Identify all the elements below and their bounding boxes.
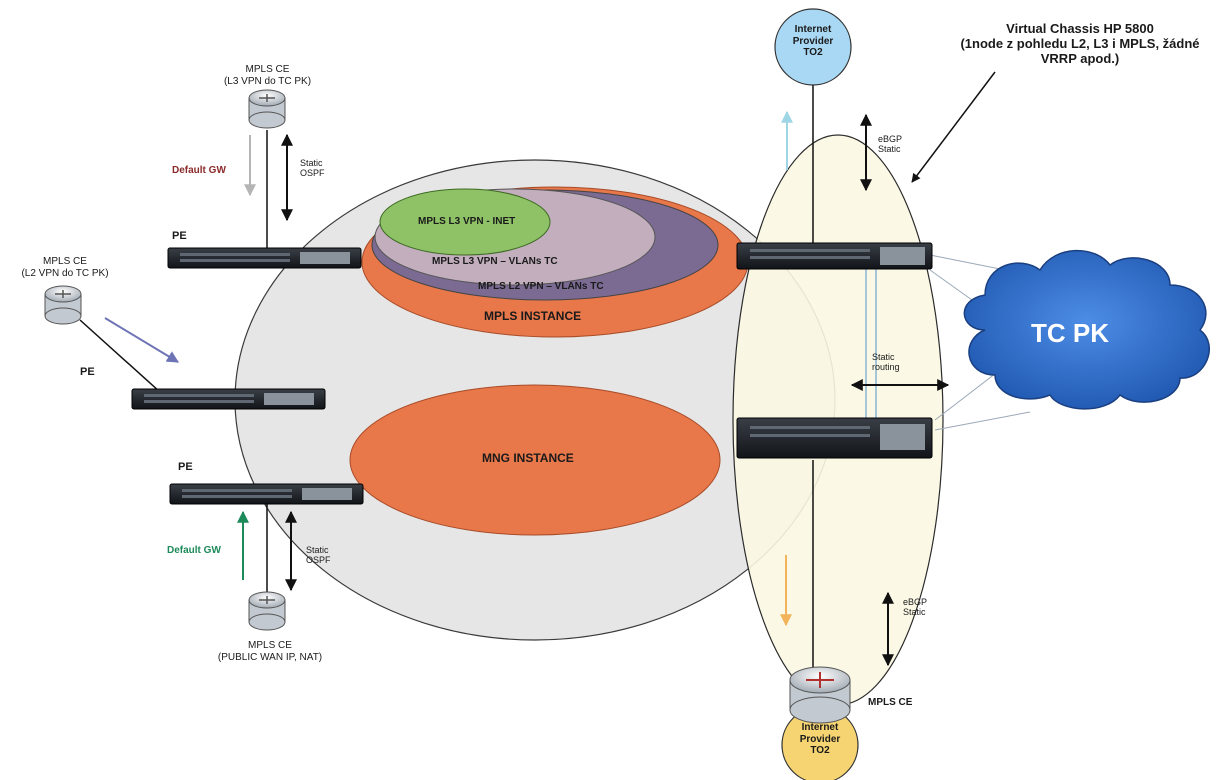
ce-l2-name: MPLS CE (43, 256, 87, 267)
router-ce-wan (248, 591, 286, 631)
default-gw-top-label: Default GW (172, 165, 226, 176)
ebgp-top-line: eBGP (878, 134, 903, 144)
static-routing-line: Static (872, 352, 895, 362)
cloud-link (934, 411, 1031, 431)
static-ospf-top-label: Static OSPF (300, 158, 325, 179)
static-ospf-top-line: Static (300, 158, 323, 168)
provider-top-line: TO2 (803, 47, 823, 58)
mng-instance-ellipse (349, 384, 721, 536)
static-ospf-bottom-line: Static (306, 545, 329, 555)
router-ce-l3 (248, 89, 286, 129)
inet-vpn-ellipse (379, 188, 551, 256)
ce-wan-label: MPLS CE (PUBLIC WAN IP, NAT) (200, 640, 340, 663)
cloud-label: TC PK (1031, 318, 1109, 348)
router-ce-right (789, 666, 851, 724)
provider-bottom-line: Internet (801, 722, 839, 733)
provider-top-line: Internet (794, 24, 832, 35)
virtual-chassis-callout-arrow (911, 71, 996, 183)
l2-vlans-label: MPLS L2 VPN – VLANs TC (478, 281, 604, 292)
pe-switch-bottom (169, 483, 364, 505)
ce-l2-desc: (L2 VPN do TC PK) (21, 267, 109, 279)
ebgp-bottom-line: eBGP (903, 597, 928, 607)
pe-switch-top (167, 247, 362, 269)
static-ospf-bottom-line: OSPF (306, 555, 331, 566)
ebgp-top-label: eBGP Static (878, 134, 902, 155)
ce-l2-link (79, 319, 161, 393)
pe-label-middle: PE (80, 366, 95, 378)
ce-l2-label: MPLS CE (L2 VPN do TC PK) (0, 256, 130, 279)
provider-bottom-line: Provider (799, 733, 841, 745)
pe-label-top: PE (172, 230, 187, 242)
mng-instance-label: MNG INSTANCE (482, 451, 574, 465)
provider-top-label: Internet Provider TO2 (783, 24, 843, 59)
ce-wan-desc: (PUBLIC WAN IP, NAT) (217, 651, 323, 663)
provider-top-line: Provider (792, 35, 834, 47)
static-routing-label: Static routing (872, 352, 900, 373)
pe-switch-middle (131, 388, 326, 410)
mpls-instance-label: MPLS INSTANCE (484, 309, 582, 323)
inet-vpn-label: MPLS L3 VPN - INET (418, 216, 516, 227)
chassis-switch-bottom (736, 417, 933, 459)
router-ce-l2 (44, 285, 82, 325)
l2-traffic-arrow (104, 317, 180, 363)
virtual-chassis-title: Virtual Chassis HP 5800 (1node z pohledu… (930, 21, 1230, 67)
ebgp-top-line: Static (878, 144, 901, 155)
ce-l3-name: MPLS CE (245, 64, 290, 75)
ce-l3-label: MPLS CE (L3 VPN do TC PK) (200, 64, 335, 87)
static-ospf-top-line: OSPF (300, 168, 325, 179)
pe-label-bottom: PE (178, 461, 193, 473)
default-gw-bottom-label: Default GW (167, 545, 221, 556)
ce-l3-desc: (L3 VPN do TC PK) (223, 75, 312, 87)
l3-vlans-label: MPLS L3 VPN – VLANs TC (432, 256, 558, 267)
static-routing-line: routing (872, 362, 900, 373)
ce-right-label: MPLS CE (868, 697, 913, 708)
tc-pk-cloud (963, 249, 1210, 410)
provider-top-circle (774, 8, 852, 86)
virtual-chassis-note: VRRP apod.) (1040, 50, 1120, 66)
static-ospf-bottom-label: Static OSPF (306, 545, 331, 566)
ce-wan-name: MPLS CE (248, 640, 292, 651)
ebgp-bottom-line: Static (903, 607, 926, 618)
provider-bottom-label: Internet Provider TO2 (790, 722, 850, 757)
virtual-chassis-name: Virtual Chassis HP 5800 (1006, 21, 1154, 36)
chassis-switch-top (736, 242, 933, 270)
ebgp-bottom-label: eBGP Static (903, 597, 927, 618)
provider-bottom-line: TO2 (810, 745, 830, 756)
virtual-chassis-note: (1node z pohledu L2, L3 i MPLS, žádné (960, 35, 1200, 51)
cloud-link (934, 369, 1001, 421)
